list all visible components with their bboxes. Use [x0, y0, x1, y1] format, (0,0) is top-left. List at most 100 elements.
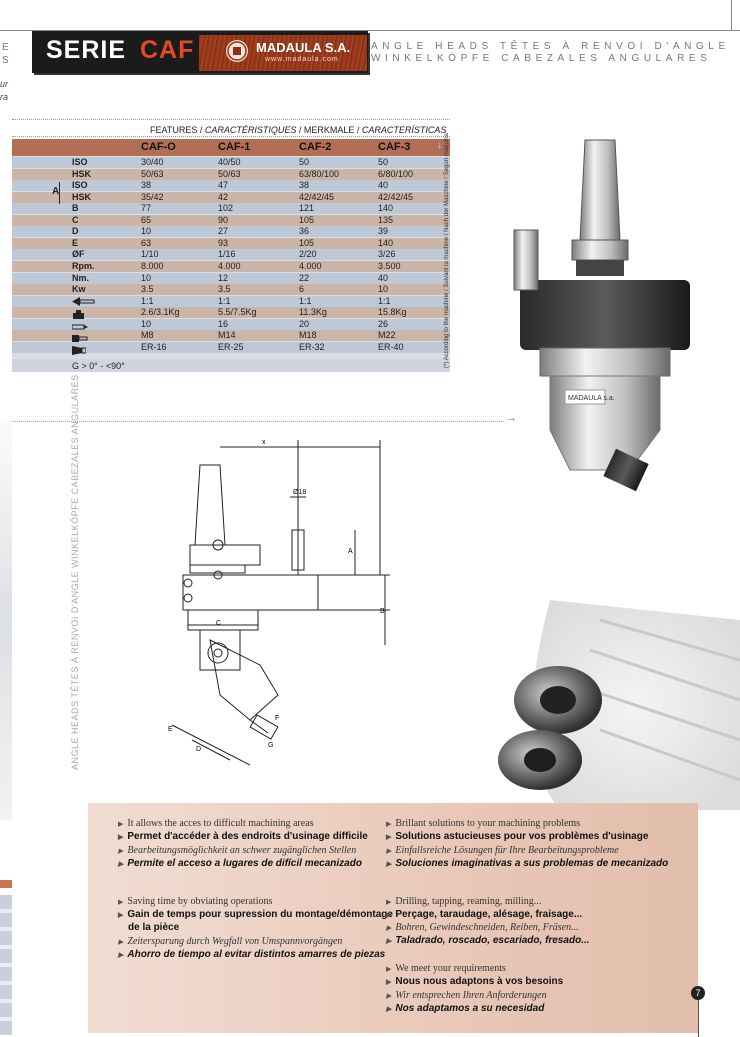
- dim-label-x: x: [262, 439, 266, 446]
- vertical-side-title: ANGLE HEADS TÊTES À RENVOI D'ANGLE WINKE…: [70, 374, 84, 770]
- table-cell: M8: [141, 330, 154, 341]
- edge-fragment-s: S: [2, 55, 12, 66]
- table-cell: 50: [378, 157, 389, 167]
- table-cell: ER-16: [141, 341, 167, 352]
- table-cell: 2/20: [299, 249, 317, 260]
- machine-side-note: (*) According to the machine / Suivant l…: [444, 133, 454, 368]
- left-strip-accent: [0, 880, 12, 888]
- table-cell: 39: [378, 226, 389, 237]
- table-cell: M18: [299, 330, 317, 341]
- vertical-side-title-text: ANGLE HEADS TÊTES À RENVOI D'ANGLE WINKE…: [70, 374, 80, 770]
- benefit-1-es-text: Permite el acceso a lugares de difícil m…: [127, 858, 362, 869]
- table-cell: 6: [299, 284, 305, 295]
- tool-shank-icon: [71, 318, 88, 336]
- header-top-rule: [0, 0, 740, 31]
- table-cell: 20: [299, 318, 310, 329]
- benefit-5-fr: ▶Nous nous adaptons à vos besoins: [386, 976, 564, 987]
- angle-head-product-photo: MADAULA s.a.: [513, 139, 690, 492]
- table-cell: 8.000: [141, 260, 164, 271]
- benefits-panel: [88, 803, 698, 1033]
- table-cell: 1:1: [218, 295, 231, 306]
- benefit-5-en-text: We meet your requirements: [395, 963, 506, 974]
- table-cell: 105: [299, 237, 315, 248]
- benefit-4-es: ▶Taladrado, roscado, escariado, fresado.…: [386, 935, 590, 946]
- table-cell: 40/50: [218, 157, 241, 167]
- table-cell: 3.500: [378, 260, 401, 271]
- table-cell: 121: [299, 203, 315, 214]
- table-cell: 10: [141, 318, 152, 329]
- features-under-rule: [12, 136, 450, 137]
- row-label: ØF: [72, 249, 85, 260]
- benefit-5-fr-text: Nous nous adaptons à vos besoins: [395, 976, 564, 987]
- table-cell: 1:1: [141, 295, 154, 306]
- benefit-4-es-text: Taladrado, roscado, escariado, fresado..…: [395, 935, 590, 946]
- benefit-2-fr-text: Solutions astucieuses pour vos problèmes…: [395, 831, 649, 842]
- benefit-5-de: ▶Wir entsprechen Ihren Anforderungen: [386, 990, 547, 1001]
- benefit-1-en: ▶It allows the acces to difficult machin…: [118, 818, 314, 829]
- madaula-logo-icon: [226, 40, 248, 62]
- column-header-caf-2: CAF-2: [299, 141, 332, 153]
- table-cell: 90: [218, 214, 229, 225]
- benefit-3-en-text: Saving time by obviating operations: [127, 896, 273, 907]
- page-number: 7: [691, 986, 705, 1000]
- table-cell: 40: [378, 272, 389, 283]
- benefit-1-de-text: Bearbeitungsmöglichkeit an schwer zugäng…: [127, 845, 357, 856]
- benefit-1-de: ▶Bearbeitungsmöglichkeit an schwer zugän…: [118, 845, 357, 856]
- dim-label-g: G: [268, 742, 273, 749]
- benefit-3-es-text: Ahorro de tiempo al evitar distintos ama…: [127, 949, 386, 960]
- table-cell: 105: [299, 214, 315, 225]
- features-title-es: CARACTERÍSTICAS: [361, 125, 447, 135]
- row-label: Nm.: [72, 272, 90, 283]
- benefit-5-es-text: Nos adaptamos a su necesidad: [395, 1003, 545, 1014]
- table-cell: ER-25: [218, 341, 244, 352]
- group-label-a: A: [52, 186, 60, 197]
- collet-icon: [72, 342, 87, 360]
- row-label: C: [72, 214, 79, 225]
- table-cell: 1:1: [299, 295, 312, 306]
- table-cell: 6/80/100: [378, 168, 414, 179]
- features-title: FEATURES / CARACTÉRISTIQUES / MERKMALE /…: [150, 125, 446, 135]
- mid-dotted-rule: [12, 421, 504, 422]
- table-cell: 140: [378, 203, 394, 214]
- table-cell: M14: [218, 330, 236, 341]
- row-label: Kw: [72, 284, 86, 295]
- table-cell: 12: [218, 272, 229, 283]
- table-cell: 135: [378, 214, 394, 225]
- dim-label-f: F: [275, 715, 279, 722]
- dim-label-b: B: [380, 608, 385, 615]
- table-cell: 38: [299, 180, 310, 191]
- benefit-2-es-text: Soluciones imaginativas a sus problemas …: [395, 858, 669, 869]
- machine-side-note-text: (*) According to the machine / Suivant l…: [444, 133, 450, 368]
- table-cell: 38: [141, 180, 152, 191]
- table-cell: 10: [141, 272, 152, 283]
- page-number-rule: [698, 1000, 699, 1037]
- benefit-3-de: ▶Zeitersparung durch Wegfall von Umspann…: [118, 936, 343, 947]
- table-cell: 63: [141, 237, 152, 248]
- table-cell: 26: [378, 318, 389, 329]
- table-cell: 4.000: [218, 260, 241, 271]
- features-title-de: / MERKMALE /: [296, 125, 362, 135]
- table-cell: 77: [141, 203, 152, 214]
- table-cell: 10: [378, 284, 389, 295]
- series-code: CAF: [140, 36, 195, 64]
- dim-label-d: D: [196, 746, 201, 753]
- table-cell: 3.5: [218, 284, 231, 295]
- benefit-2-en: ▶Brillant solutions to your machining pr…: [386, 818, 581, 829]
- benefit-1-fr-text: Permet d'accéder à des endroits d'usinag…: [127, 831, 368, 842]
- table-cell: 1/16: [218, 249, 236, 260]
- brand-url: www.madaula.com: [265, 56, 339, 63]
- header-line-2: WINKELKÖPFE CABEZALES ANGULARES: [371, 53, 712, 64]
- table-cell: 140: [378, 237, 394, 248]
- benefit-5-de-text: Wir entsprechen Ihren Anforderungen: [395, 990, 547, 1001]
- benefit-5-en: ▶We meet your requirements: [386, 963, 506, 974]
- row-label: ISO: [72, 180, 88, 191]
